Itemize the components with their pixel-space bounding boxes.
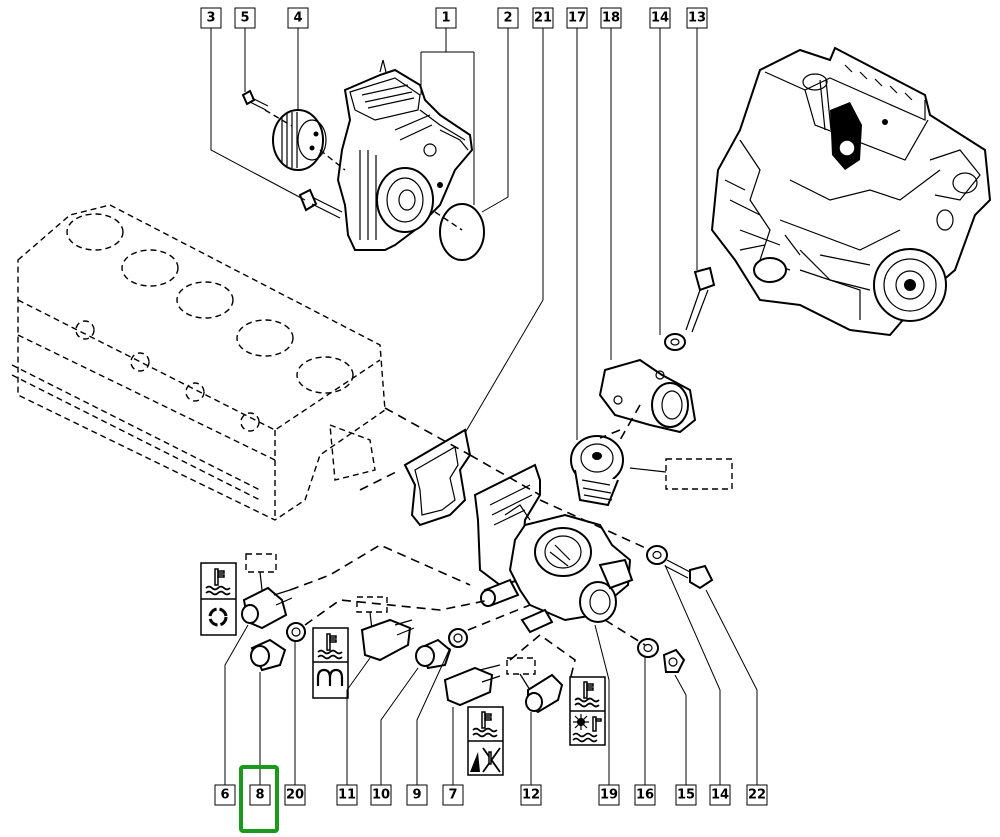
- selected-part-highlight: [239, 765, 279, 833]
- svg-text:6: 6: [220, 788, 229, 803]
- water-pump-assembly: [241, 59, 485, 261]
- callout-1[interactable]: 1: [435, 7, 457, 29]
- svg-text:13: 13: [688, 11, 706, 26]
- cylinder-head-ghost: [11, 204, 386, 521]
- callout-6[interactable]: 6: [214, 784, 236, 806]
- svg-text:22: 22: [748, 788, 766, 803]
- callout-18[interactable]: 18: [600, 7, 622, 29]
- leader-lines-bottom: [224, 564, 758, 785]
- sun-temperature-icon: [572, 714, 602, 743]
- svg-text:2: 2: [503, 11, 512, 26]
- callout-13[interactable]: 13: [686, 7, 708, 29]
- svg-text:7: 7: [448, 788, 457, 803]
- svg-text:16: 16: [636, 788, 654, 803]
- callout-7[interactable]: 7: [442, 784, 464, 806]
- coolant-temperature-icon: [205, 568, 231, 596]
- svg-text:20: 20: [286, 788, 304, 803]
- svg-text:1: 1: [441, 11, 450, 26]
- symbol-box-sensor-7: [467, 706, 504, 776]
- symbol-box-sensor-6: [200, 562, 237, 636]
- symbol-box-sensor-12: [569, 676, 606, 746]
- svg-text:14: 14: [651, 11, 669, 26]
- glow-plug-icon: [316, 668, 344, 686]
- coolant-temperature-icon: [574, 681, 600, 708]
- svg-text:15: 15: [677, 788, 695, 803]
- callout-3[interactable]: 3: [200, 7, 222, 29]
- leader-lines-top: [210, 28, 698, 440]
- svg-text:14: 14: [711, 788, 729, 803]
- svg-text:4: 4: [293, 11, 302, 26]
- no-air-conditioning-icon: [470, 747, 501, 773]
- callout-11[interactable]: 11: [336, 784, 358, 806]
- callout-22[interactable]: 22: [746, 784, 768, 806]
- callout-9[interactable]: 9: [406, 784, 428, 806]
- svg-text:12: 12: [522, 788, 540, 803]
- callout-15[interactable]: 15: [675, 784, 697, 806]
- svg-text:19: 19: [600, 788, 618, 803]
- recycle-icon: [208, 607, 228, 627]
- svg-text:18: 18: [602, 11, 620, 26]
- svg-text:8: 8: [255, 788, 264, 803]
- callout-20[interactable]: 20: [284, 784, 306, 806]
- svg-text:9: 9: [412, 788, 421, 803]
- coolant-temperature-icon: [317, 633, 343, 660]
- svg-text:11: 11: [338, 788, 356, 803]
- svg-text:21: 21: [534, 11, 552, 26]
- callout-14-top[interactable]: 14: [649, 7, 671, 29]
- callout-19[interactable]: 19: [598, 784, 620, 806]
- callout-4[interactable]: 4: [287, 7, 309, 29]
- sensors-group: [241, 544, 576, 714]
- callout-5[interactable]: 5: [234, 7, 256, 29]
- callout-8[interactable]: 8: [249, 784, 271, 806]
- svg-text:5: 5: [240, 11, 249, 26]
- callout-16[interactable]: 16: [634, 784, 656, 806]
- coolant-temperature-icon: [472, 711, 498, 738]
- svg-text:3: 3: [206, 11, 215, 26]
- engine-overview: [710, 46, 992, 337]
- callout-2[interactable]: 2: [497, 7, 519, 29]
- svg-text:10: 10: [372, 788, 390, 803]
- callout-17[interactable]: 17: [566, 7, 588, 29]
- callout-10[interactable]: 10: [370, 784, 392, 806]
- symbol-box-sensor-11: [312, 627, 349, 699]
- callout-12[interactable]: 12: [520, 784, 542, 806]
- callout-21[interactable]: 21: [532, 7, 554, 29]
- callout-14-bottom[interactable]: 14: [709, 784, 731, 806]
- thermostat-housing-assembly: [359, 266, 733, 673]
- svg-text:17: 17: [568, 11, 586, 26]
